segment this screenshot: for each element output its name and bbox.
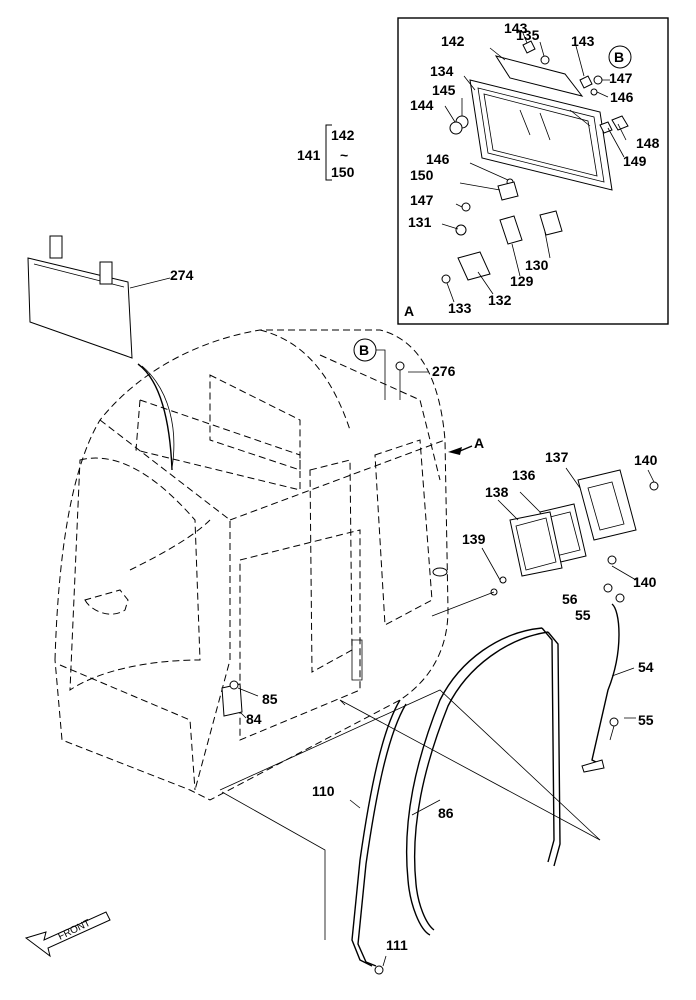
detail-view-a: A B 143 135 [397, 17, 669, 325]
clip-143-top [522, 40, 536, 54]
sun-visor-274: 274 [27, 235, 194, 471]
latch-150 [497, 181, 519, 201]
label-149: 149 [623, 153, 647, 169]
label-132: 132 [488, 292, 512, 308]
sliding-window-assembly [469, 55, 613, 191]
vent-housing-137 [577, 469, 637, 541]
label-55-b: 55 [638, 712, 654, 728]
cab-side-window [374, 439, 433, 626]
front-label: FRONT [56, 918, 92, 943]
callout-a: A [474, 435, 484, 451]
label-130: 130 [525, 257, 549, 273]
label-142: 142 [441, 33, 465, 49]
callout-b-main: B [359, 342, 369, 358]
glass-panel-142 [494, 55, 584, 97]
bolt-147-top [593, 75, 603, 85]
label-140-a: 140 [634, 452, 658, 468]
washer-146-top [590, 88, 598, 96]
bolt-276 [395, 361, 405, 371]
gasket-138 [509, 511, 563, 577]
callout-b-detail: B [614, 49, 624, 65]
label-274: 274 [170, 267, 194, 283]
label-55-a: 55 [575, 607, 591, 623]
label-111: 111 [386, 937, 408, 953]
handle-130 [539, 210, 563, 236]
label-134: 134 [430, 63, 454, 79]
cab-body [54, 329, 601, 940]
label-147-a: 147 [609, 70, 633, 86]
cab-front-window [69, 457, 201, 691]
bracket-148 [611, 115, 629, 131]
label-145: 145 [432, 82, 456, 98]
label-148: 148 [636, 135, 660, 151]
label-85: 85 [262, 691, 278, 707]
label-146-a: 146 [610, 89, 634, 105]
visor-hinge-right [99, 261, 113, 285]
handle-132 [457, 251, 491, 281]
cap-144 [449, 121, 463, 135]
bolt-140-bottom [607, 555, 617, 565]
label-139: 139 [462, 531, 486, 547]
label-143-b: 143 [571, 33, 595, 49]
cap-56 [603, 583, 613, 593]
label-150-range: 150 [331, 164, 355, 180]
label-133: 133 [448, 300, 472, 316]
bolt-55-bottom [609, 717, 619, 727]
detail-view-letter: A [404, 303, 414, 319]
seal-110: 110 [312, 699, 407, 967]
label-56: 56 [562, 591, 578, 607]
label-142-range: 142 [331, 127, 355, 143]
label-131: 131 [408, 214, 432, 230]
label-137: 137 [545, 449, 569, 465]
rod-54 [591, 603, 620, 765]
screw-139-a [499, 576, 507, 584]
bolt-140-top [649, 481, 659, 491]
bolt-131 [455, 224, 467, 236]
group-bracket-141: 141 142 ~ 150 [297, 124, 355, 181]
clip-143-right [579, 75, 593, 89]
label-144: 144 [410, 97, 434, 113]
cab-door-opening [239, 529, 361, 741]
label-86: 86 [438, 805, 454, 821]
seal-86: 86 [405, 627, 561, 936]
label-129: 129 [510, 273, 534, 289]
visor-install-arrow [137, 363, 173, 471]
vent-assembly: 137 140 136 138 139 140 [431, 449, 659, 617]
label-141: 141 [297, 147, 321, 163]
label-110: 110 [312, 783, 335, 799]
bolt-85 [229, 680, 239, 690]
label-135: 135 [516, 27, 540, 43]
bolt-135 [540, 55, 550, 65]
bolt-133 [441, 274, 451, 284]
front-arrow-icon [24, 911, 111, 958]
label-138: 138 [485, 484, 509, 500]
bolt-55-top [615, 593, 625, 603]
label-143-a: 143 [504, 20, 528, 36]
view-a-arrow [448, 447, 462, 455]
latch-129 [499, 215, 523, 245]
label-150: 150 [410, 167, 434, 183]
label-84: 84 [246, 711, 262, 727]
bolt-111 [374, 965, 384, 975]
label-147-b: 147 [410, 192, 434, 208]
label-54: 54 [638, 659, 654, 675]
label-146-b: 146 [426, 151, 450, 167]
visor-hinge-left [49, 235, 63, 259]
bolt-147-mid [461, 202, 471, 212]
label-136: 136 [512, 467, 536, 483]
range-tilde: ~ [340, 147, 348, 163]
label-276: 276 [432, 363, 456, 379]
rod-assembly: 56 55 54 55 [562, 583, 654, 773]
front-direction-indicator: FRONT [24, 911, 111, 958]
label-140-b: 140 [633, 574, 657, 590]
